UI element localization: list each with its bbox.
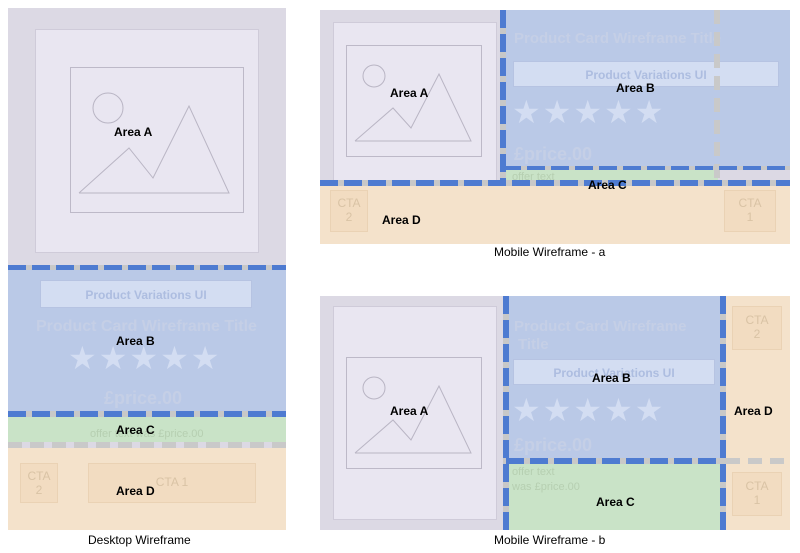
mobile-a-cta-2-line2: 2 — [345, 210, 353, 225]
mobile-b-cta-1-line2: 1 — [753, 493, 761, 508]
image-placeholder-icon — [354, 376, 472, 454]
mobile-b-cta-2[interactable]: CTA 2 — [732, 306, 782, 350]
mobile-b-cta-2-line2: 2 — [753, 327, 761, 342]
desktop-cta-2-line2: 2 — [35, 483, 43, 498]
mobile-a-divider-c-top — [503, 166, 790, 170]
desktop-label-area-d: Area D — [116, 484, 155, 498]
mobile-b-offer-line2: was £price.00 — [512, 481, 580, 493]
desktop-label-area-b: Area B — [116, 334, 155, 348]
mobile-b-label-area-c: Area C — [596, 495, 635, 509]
desktop-variations-text: Product Variations UI — [85, 288, 207, 302]
mobile-b-image-inner — [346, 357, 482, 469]
desktop-cta-2-line1: CTA — [27, 469, 51, 483]
desktop-variations-box: Product Variations UI — [40, 280, 252, 308]
mobile-b-variations-text: Product Variations UI — [553, 366, 675, 380]
desktop-cta-1[interactable]: CTA 1 — [88, 463, 256, 503]
mobile-b-label-area-a: Area A — [390, 404, 429, 418]
mobile-a-price: £price.00 — [514, 144, 593, 164]
mobile-b-cta-1-line1: CTA — [745, 479, 769, 493]
desktop-price: £price.00 — [104, 388, 183, 408]
desktop-offer-text: offer text was £price.00 — [90, 428, 204, 440]
mobile-a-variations-text: Product Variations UI — [585, 68, 707, 82]
mobile-b-card-title-line2: Title — [518, 336, 549, 353]
mobile-a-cta-1-line1: CTA — [738, 196, 762, 210]
desktop-image-placeholder — [35, 29, 259, 253]
mobile-b-caption: Mobile Wireframe - b — [494, 533, 606, 547]
mobile-a-divider-d-top — [320, 180, 790, 186]
mobile-b-area-c — [506, 464, 722, 530]
image-placeholder-icon — [78, 92, 230, 194]
mobile-b-divider-right — [720, 296, 726, 530]
mobile-a-label-area-a: Area A — [390, 86, 429, 100]
mobile-a-cta-2[interactable]: CTA 2 — [330, 190, 368, 232]
mobile-a-label-area-d: Area D — [382, 213, 421, 227]
mobile-a-area-b — [503, 10, 790, 170]
mobile-b-divider-c-top — [506, 458, 720, 464]
desktop-cta-1-label: CTA 1 — [155, 475, 189, 489]
desktop-cta-2[interactable]: CTA 2 — [20, 463, 58, 503]
mobile-a-cta-2-line1: CTA — [337, 196, 361, 210]
mobile-b-label-area-d: Area D — [734, 404, 773, 418]
desktop-card-title: Product Card Wireframe Title — [36, 318, 257, 335]
desktop-divider-c-top — [8, 411, 286, 417]
desktop-area-c — [8, 416, 286, 442]
mobile-b-cta-2-line1: CTA — [745, 313, 769, 327]
desktop-wireframe: Product Variations UI Product Card Wiref… — [8, 8, 286, 530]
image-placeholder-icon — [354, 64, 472, 142]
desktop-image-inner — [70, 67, 244, 213]
mobile-a-label-area-b: Area B — [616, 81, 655, 95]
mobile-a-label-area-c: Area C — [588, 178, 627, 192]
mobile-b-divider-left — [503, 296, 509, 530]
mobile-a-image-placeholder — [333, 22, 497, 182]
desktop-divider-b-top — [8, 265, 286, 270]
mobile-b-label-area-b: Area B — [592, 371, 631, 385]
mobile-a-rating-stars: ★★★★★ — [512, 94, 666, 130]
mobile-b-image-placeholder — [333, 306, 497, 520]
mobile-a-cta-1[interactable]: CTA 1 — [724, 190, 776, 232]
mobile-b-variations-box: Product Variations UI — [513, 359, 715, 385]
mobile-a-caption: Mobile Wireframe - a — [494, 245, 606, 259]
mobile-a-wireframe: Product Card Wireframe Title Product Var… — [320, 10, 790, 244]
mobile-a-divider-left — [500, 10, 506, 186]
mobile-b-rating-stars: ★★★★★ — [512, 392, 666, 428]
mobile-a-divider-right — [714, 10, 720, 186]
mobile-a-area-d — [320, 186, 790, 244]
mobile-a-variations-box: Product Variations UI — [513, 61, 779, 87]
mobile-b-divider-d-mid — [726, 458, 790, 464]
mobile-b-card-title-line1: Product Card Wireframe — [514, 318, 687, 335]
desktop-label-area-a: Area A — [114, 125, 153, 139]
mobile-a-cta-1-line2: 1 — [746, 210, 754, 225]
mobile-b-cta-1[interactable]: CTA 1 — [732, 472, 782, 516]
mobile-b-wireframe: Product Card Wireframe Title Product Var… — [320, 296, 790, 530]
mobile-a-card-title: Product Card Wireframe Title — [514, 30, 722, 47]
mobile-b-offer-line1: offer text — [512, 466, 555, 478]
mobile-b-price: £price.00 — [514, 435, 593, 455]
desktop-rating-stars: ★★★★★ — [68, 340, 222, 376]
desktop-label-area-c: Area C — [116, 423, 155, 437]
desktop-divider-d-top — [8, 442, 286, 448]
mobile-a-image-inner — [346, 45, 482, 157]
desktop-caption: Desktop Wireframe — [88, 533, 191, 547]
